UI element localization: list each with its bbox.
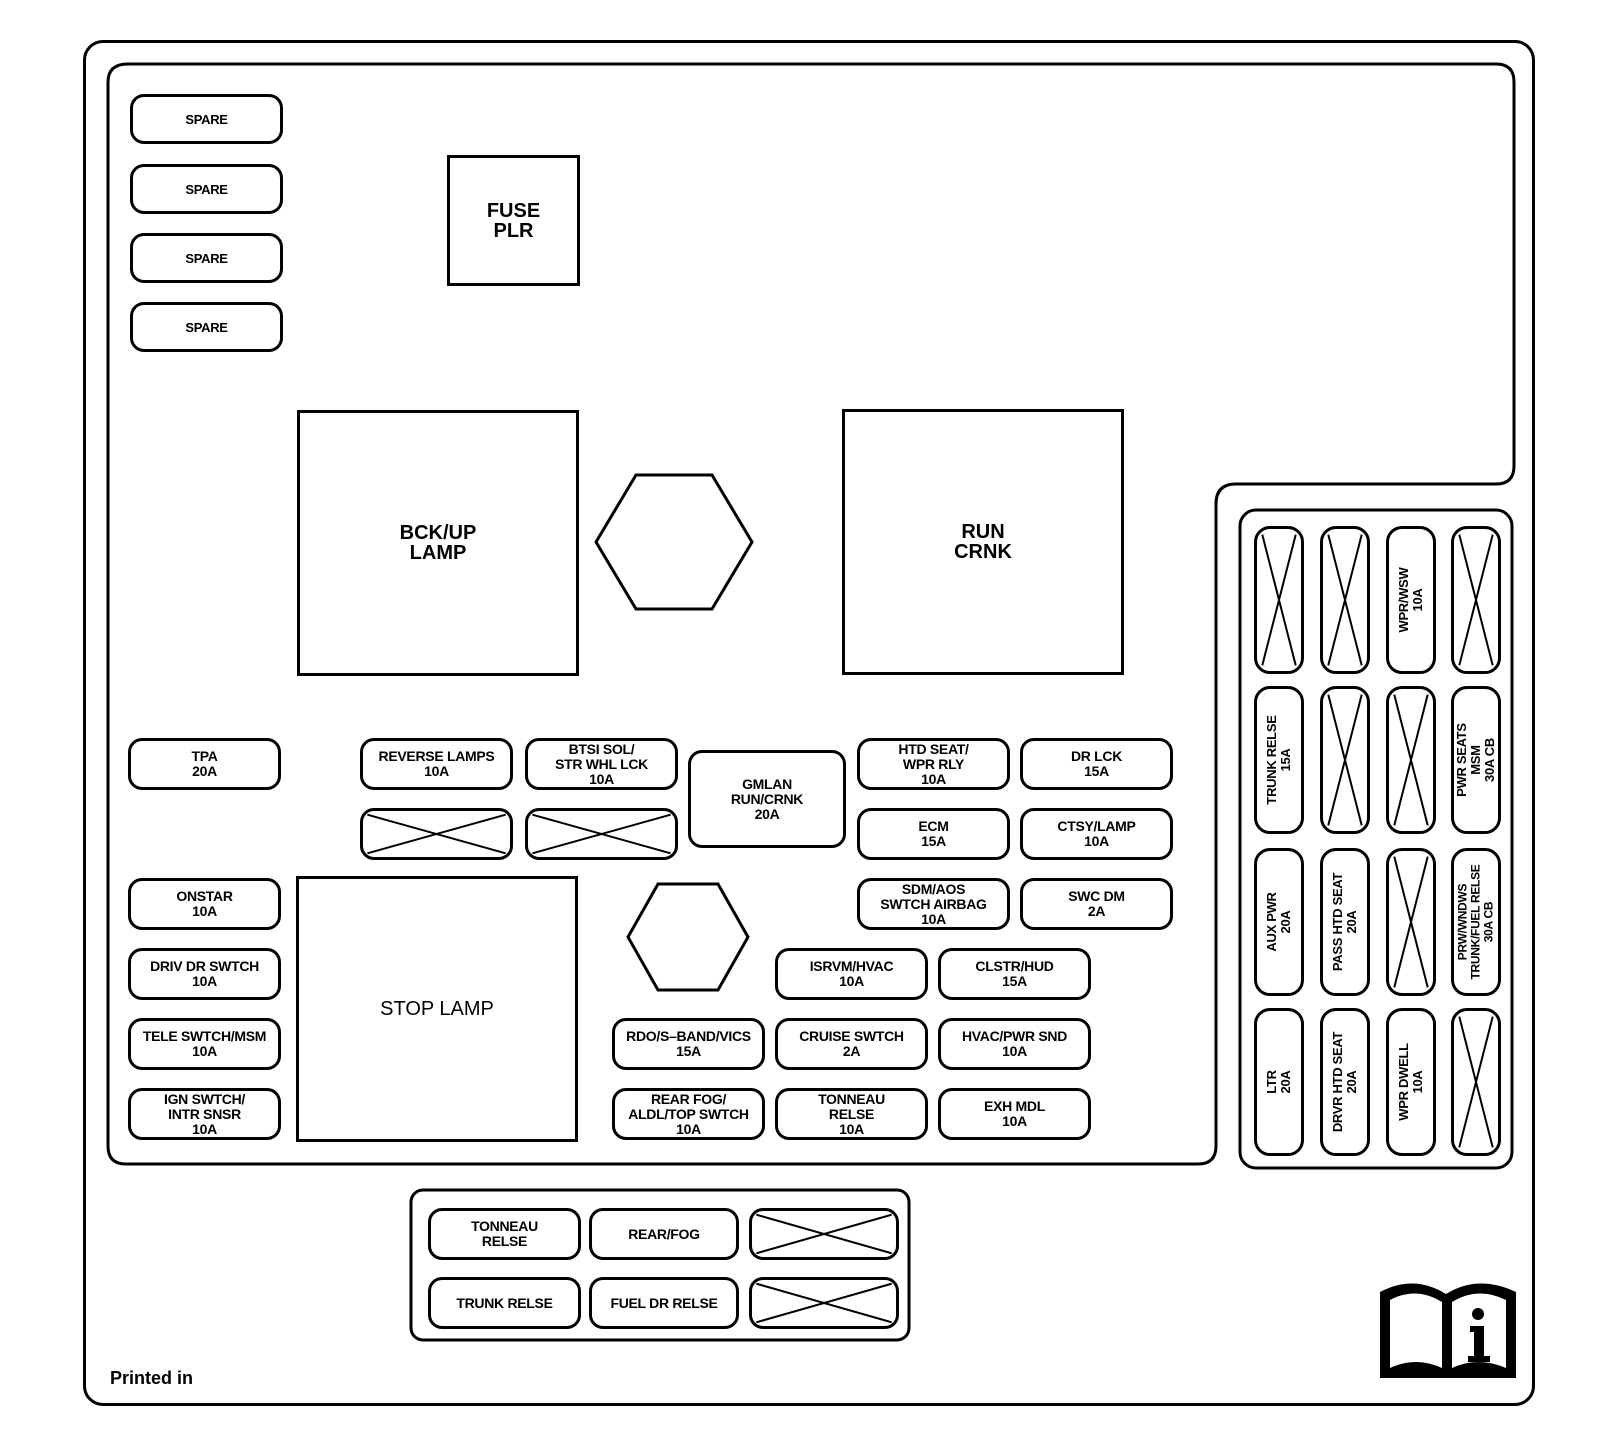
hexagon-stud-icon	[594, 473, 754, 611]
x-mark-icon	[363, 811, 510, 857]
empty-fuse-slot	[1451, 1008, 1501, 1156]
spare-fuse: SPARE	[130, 302, 283, 352]
spare-fuse: SPARE	[130, 233, 283, 283]
relay-fuel-dr-relse: FUEL DR RELSE	[589, 1277, 739, 1329]
empty-fuse-slot	[525, 808, 678, 860]
spare-fuse: SPARE	[130, 94, 283, 144]
x-mark-icon	[752, 1280, 896, 1326]
x-mark-icon	[752, 1211, 896, 1257]
spare-fuse: SPARE	[130, 164, 283, 214]
empty-fuse-slot	[1451, 526, 1501, 674]
x-mark-icon	[1323, 529, 1367, 671]
x-mark-icon	[1389, 851, 1433, 993]
empty-relay-slot	[749, 1277, 899, 1329]
owner-manual-info-icon	[1380, 1283, 1516, 1378]
empty-fuse-slot	[1386, 686, 1436, 834]
hexagon-stud-icon	[626, 882, 750, 992]
x-mark-icon	[1389, 689, 1433, 831]
printed-in-label: Printed in	[110, 1368, 194, 1388]
relay-stop-lamp: STOP LAMP	[296, 876, 578, 1142]
empty-fuse-slot	[1254, 526, 1304, 674]
empty-fuse-slot	[1386, 848, 1436, 996]
empty-relay-slot	[749, 1208, 899, 1260]
relay-rear-fog: REAR/FOG	[589, 1208, 739, 1260]
x-mark-icon	[528, 811, 675, 857]
x-mark-icon	[1454, 1011, 1498, 1153]
empty-fuse-slot	[360, 808, 513, 860]
x-mark-icon	[1323, 689, 1367, 831]
x-mark-icon	[1454, 529, 1498, 671]
relay-trunk-relse: TRUNK RELSE	[428, 1277, 581, 1329]
x-mark-icon	[1257, 529, 1301, 671]
empty-fuse-slot	[1320, 526, 1370, 674]
fuse-block-housing	[83, 40, 1535, 1406]
empty-fuse-slot	[1320, 686, 1370, 834]
